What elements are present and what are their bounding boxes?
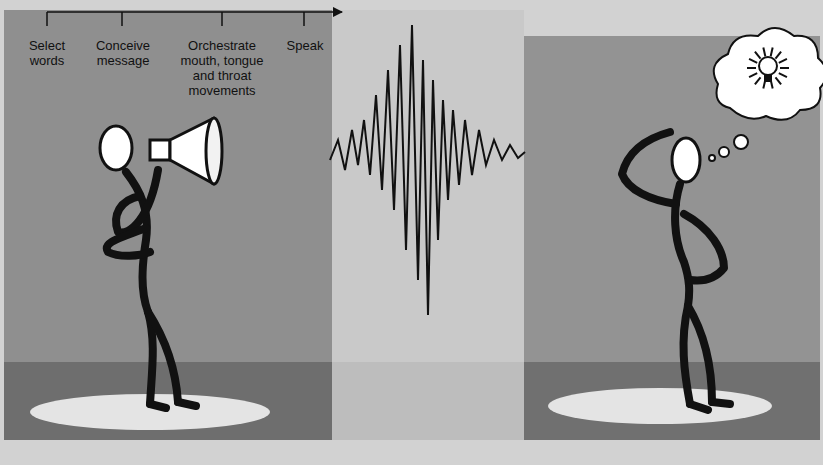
megaphone-handle xyxy=(150,140,170,160)
lightbulb xyxy=(759,57,777,75)
timeline-tick xyxy=(46,12,48,26)
timeline-arrow xyxy=(47,11,342,13)
lightbulb-ray xyxy=(771,48,773,57)
lightbulb-ray xyxy=(763,48,765,57)
lightbulb-ray xyxy=(755,52,761,59)
listener-foot xyxy=(690,404,708,410)
timeline-tick xyxy=(303,12,305,26)
left-floor xyxy=(4,362,332,440)
middle-floor xyxy=(332,362,524,440)
lightbulb-ray xyxy=(749,73,757,77)
lightbulb-ray xyxy=(780,67,789,69)
lightbulb-ray xyxy=(775,77,781,84)
listener-leg xyxy=(688,306,712,402)
lightbulb-rays xyxy=(747,48,789,89)
speaker-figure xyxy=(107,170,196,408)
lightbulb-ray xyxy=(779,59,787,63)
thought-dot xyxy=(719,147,729,157)
speaker-arm xyxy=(116,170,158,233)
right-floor xyxy=(524,362,820,440)
lightbulb-ray xyxy=(775,52,781,59)
listener-arm xyxy=(684,214,724,281)
thought-dot xyxy=(709,155,715,161)
thought-cloud xyxy=(714,28,823,120)
lightbulb-base xyxy=(764,75,772,82)
lightbulb-ray xyxy=(755,77,761,84)
sound-wave xyxy=(330,25,525,315)
listener-foot xyxy=(712,402,730,404)
lightbulb-ray xyxy=(749,59,757,63)
lightbulb-ray xyxy=(747,67,756,69)
listener-leg xyxy=(684,306,690,404)
speaker-arm xyxy=(107,228,150,256)
timeline-label: Conceive message xyxy=(86,38,160,68)
timeline-label: Orchestrate mouth, tongue and throat mov… xyxy=(176,38,268,98)
speaker-foot xyxy=(178,402,196,406)
timeline-tick xyxy=(121,12,123,26)
speaker-leg xyxy=(148,312,178,402)
speaker-head xyxy=(100,126,132,170)
lightbulb-ray xyxy=(779,73,787,77)
listener-arm xyxy=(622,132,676,204)
spotlight xyxy=(548,388,772,424)
left-panel xyxy=(4,10,332,440)
listener-figure xyxy=(622,132,730,410)
timeline-label: Select words xyxy=(12,38,82,68)
timeline-tick xyxy=(221,12,223,26)
timeline-label: Speak xyxy=(282,38,328,53)
speaker-foot xyxy=(150,404,166,408)
listener-head xyxy=(672,138,700,182)
megaphone-mouth xyxy=(206,118,222,184)
middle-strip xyxy=(332,10,524,440)
thought-dot xyxy=(734,135,748,149)
